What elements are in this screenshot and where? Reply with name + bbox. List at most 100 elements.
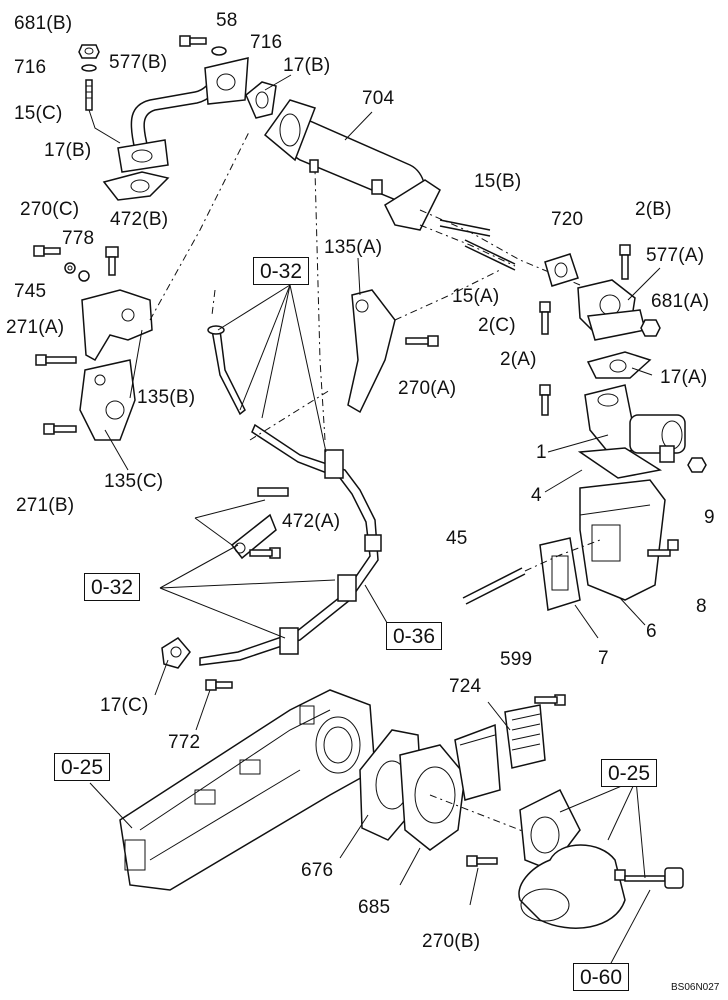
label-1: 1 [536, 442, 547, 463]
label-676: 676 [301, 860, 334, 881]
sensor [614, 867, 684, 889]
leader-17b-top [264, 74, 292, 91]
label-472b: 472(B) [110, 209, 169, 230]
label-270a: 270(A) [398, 378, 457, 399]
throttle-body-685 [399, 723, 501, 851]
bolt-2b [619, 244, 631, 280]
intake-manifold [119, 689, 376, 891]
egr-pipe [199, 325, 382, 666]
leader-577a [627, 267, 661, 301]
leader-724 [487, 701, 511, 731]
label-2c: 2(C) [478, 315, 516, 336]
washer-716-b [211, 46, 227, 56]
label-6: 6 [646, 621, 657, 642]
gasket-720 [544, 253, 579, 287]
label-270c: 270(C) [20, 199, 80, 220]
label-135c: 135(C) [104, 471, 164, 492]
egr-cooler-704 [263, 99, 441, 231]
label-271a: 271(A) [6, 317, 65, 338]
bolt-271a [35, 354, 77, 366]
bracket-135c [79, 359, 136, 441]
nut-681b [78, 44, 100, 59]
label-15b: 15(B) [474, 171, 522, 192]
leader-772 [195, 689, 211, 731]
stud-45 [462, 567, 526, 605]
leader-17c [154, 659, 169, 696]
elbow-pipe [518, 788, 626, 929]
leader-704 [344, 111, 373, 141]
bolt-271b [43, 423, 77, 435]
bolt-2a [539, 384, 551, 416]
gasket-17b-left [102, 171, 170, 201]
leader-135c [104, 429, 129, 471]
label-681b: 681(B) [14, 13, 73, 34]
leader-4 [544, 469, 583, 493]
ref-0-32-lower: 0-32 [84, 573, 141, 601]
bolt-270a [405, 335, 439, 347]
gasket-17a [586, 351, 652, 379]
label-135b: 135(B) [137, 387, 196, 408]
label-2a: 2(A) [500, 349, 537, 370]
bolt-472a [249, 547, 281, 559]
label-720: 720 [551, 209, 584, 230]
label-271b: 271(B) [16, 495, 75, 516]
label-17a: 17(A) [660, 367, 708, 388]
leader-bracket-b [194, 499, 266, 519]
ref-0-25-right: 0-25 [601, 759, 658, 787]
leader-1 [547, 434, 609, 453]
ref-0-32-upper: 0-32 [253, 257, 310, 285]
gasket-17b-top [245, 81, 277, 119]
bolt-270c [33, 245, 61, 257]
label-716-left: 716 [14, 57, 47, 78]
label-9: 9 [704, 507, 715, 528]
centerline-throttle [429, 794, 561, 851]
stud-15b [439, 219, 491, 237]
bolt-2c [539, 301, 551, 335]
bolt-472b [105, 246, 119, 276]
leader-685 [399, 847, 421, 886]
egr-valve-1 [584, 384, 686, 463]
centerline-135a [394, 269, 501, 321]
ref-0-25-left: 0-25 [54, 753, 111, 781]
leader-135a [357, 257, 361, 296]
leaders-032-lower [159, 544, 336, 639]
label-270b: 270(B) [422, 931, 481, 952]
label-577b: 577(B) [109, 52, 168, 73]
bolt-8 [647, 539, 679, 557]
bolt-772 [205, 679, 233, 691]
adapter-6 [579, 479, 666, 601]
centerline-15-b [419, 224, 516, 267]
leader-270b [469, 867, 479, 906]
bracket-135a [347, 289, 396, 414]
washer-716 [81, 64, 97, 72]
washer-778 [64, 262, 76, 274]
label-778: 778 [62, 228, 95, 249]
label-599: 599 [500, 649, 533, 670]
label-8: 8 [696, 596, 707, 617]
leader-676 [339, 814, 369, 859]
gasket-4 [577, 447, 663, 479]
centerline-pipe [211, 289, 216, 316]
leader-bracket [194, 517, 233, 546]
label-685: 685 [358, 897, 391, 918]
leader-15c [88, 109, 121, 144]
bracket-small [230, 487, 289, 560]
label-577a: 577(A) [646, 245, 705, 266]
nut-681a [640, 319, 661, 337]
label-472a: 472(A) [282, 511, 341, 532]
bracket-135b [81, 289, 153, 362]
leader-025a [89, 782, 133, 829]
bolt-599 [534, 694, 566, 706]
leader-6 [619, 597, 646, 626]
label-15c: 15(C) [14, 103, 63, 124]
label-772: 772 [168, 732, 201, 753]
label-2b: 2(B) [635, 199, 672, 220]
label-17c: 17(C) [100, 695, 149, 716]
pipe-577b [117, 57, 249, 173]
stud-15c [85, 79, 93, 111]
ref-0-36: 0-36 [386, 622, 443, 650]
label-58: 58 [216, 10, 238, 31]
label-704: 704 [362, 88, 395, 109]
stud-15a [464, 239, 516, 271]
